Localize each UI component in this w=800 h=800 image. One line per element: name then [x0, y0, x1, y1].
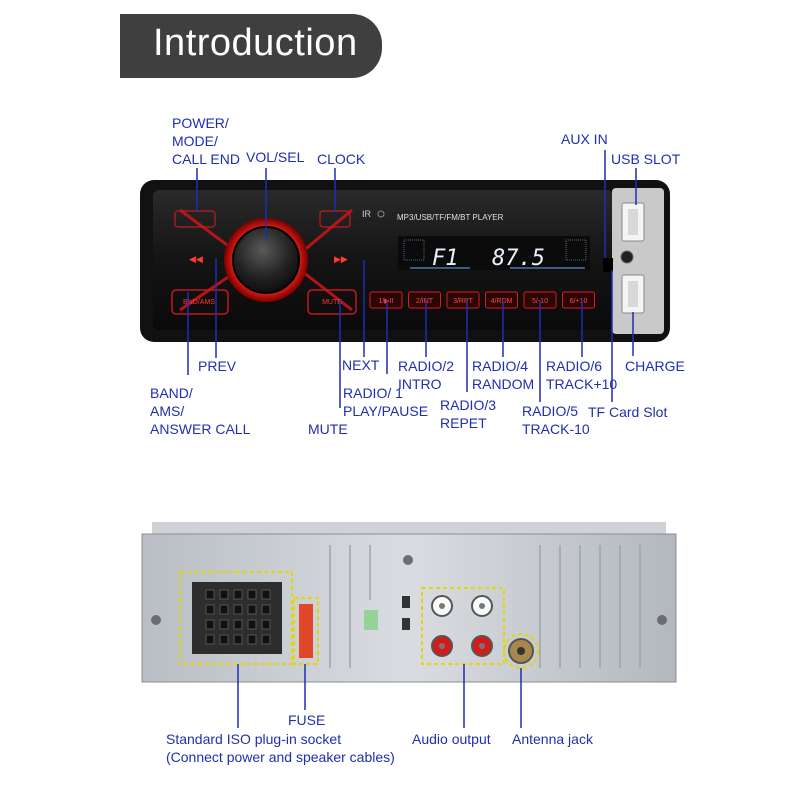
iso-pin — [205, 619, 215, 630]
label-next: NEXT — [342, 357, 380, 373]
preset-button-label: 3/RPT — [453, 298, 474, 305]
iso-pin — [247, 619, 257, 630]
page-title: Introduction — [153, 22, 358, 64]
label-usb-slot: USB SLOT — [611, 151, 681, 167]
iso-pin — [233, 619, 243, 630]
lcd-band-text: F1 — [432, 246, 459, 271]
iso-pin — [247, 634, 257, 645]
front-panel: BND/AMS MUTE ◀◀ ▶▶ IR MP3/USB/TF/FM/BT P… — [140, 180, 670, 342]
iso-pin — [219, 619, 229, 630]
tf-card-slot[interactable] — [603, 258, 613, 272]
label-clock: CLOCK — [317, 151, 366, 167]
indicator-led — [364, 610, 378, 630]
back-top-edge — [152, 522, 666, 536]
iso-pin — [205, 634, 215, 645]
preset-button-label: 1/▶II — [378, 298, 393, 305]
label-mute: MUTE — [308, 421, 348, 437]
preset-button-label: 6/+10 — [570, 298, 588, 305]
screw-left — [151, 615, 161, 625]
label-vol-sel: VOL/SEL — [246, 149, 305, 165]
iso-pin — [261, 619, 271, 630]
preset-button-label: 4/RDM — [491, 298, 513, 305]
iso-pin — [261, 634, 271, 645]
title-banner — [120, 14, 382, 78]
port-hole-2 — [402, 618, 410, 630]
iso-pin — [233, 589, 243, 600]
lcd-segment-icon-right — [565, 239, 587, 261]
label-tf-card-slot: TF Card Slot — [588, 404, 668, 420]
heat-fins — [329, 545, 641, 668]
label-audio-output: Audio output — [412, 731, 491, 747]
usb-slot-inner — [628, 209, 638, 235]
label-power-mode: POWER/MODE/CALL END — [172, 115, 240, 167]
antenna-highlight — [503, 633, 539, 669]
iso-pin-grid — [205, 589, 271, 645]
fuse[interactable] — [299, 604, 313, 658]
iso-pin — [247, 589, 257, 600]
lcd-segment-icon-left — [403, 239, 425, 261]
label-iso-socket: Standard ISO plug-in socket(Connect powe… — [166, 731, 395, 765]
iso-pin — [219, 634, 229, 645]
mute-button[interactable]: MUTE — [322, 299, 342, 306]
band-ams-button[interactable]: BND/AMS — [183, 299, 215, 306]
audio-output-highlight — [421, 587, 505, 665]
screw-right — [657, 615, 667, 625]
iso-pin — [219, 589, 229, 600]
label-charge: CHARGE — [625, 358, 685, 374]
label-fuse: FUSE — [288, 712, 326, 728]
ir-label: IR — [362, 209, 372, 219]
preset-button-3[interactable] — [446, 291, 480, 309]
label-band-ams: BAND/AMS/ANSWER CALL — [150, 385, 251, 437]
back-panel — [141, 522, 677, 683]
label-aux-in: AUX IN — [561, 131, 608, 147]
preset-button-4[interactable] — [485, 291, 518, 309]
preset-button-1[interactable] — [369, 291, 403, 309]
prev-icon[interactable]: ◀◀ — [189, 255, 203, 265]
next-icon[interactable]: ▶▶ — [334, 255, 348, 265]
iso-socket-highlight — [179, 571, 293, 665]
iso-pin — [205, 589, 215, 600]
screw-top — [403, 555, 413, 565]
iso-pin — [233, 634, 243, 645]
preset-button-label: 2/INT — [416, 298, 434, 305]
preset-button-2[interactable] — [408, 291, 441, 309]
iso-pin — [205, 604, 215, 615]
iso-pin — [261, 589, 271, 600]
aux-in-jack[interactable] — [620, 250, 634, 264]
label-prev: PREV — [198, 358, 237, 374]
lcd-frequency-text: 87.5 — [492, 246, 545, 271]
ir-sensor-icon — [377, 210, 385, 218]
iso-pin — [247, 604, 257, 615]
lcd-display — [398, 236, 590, 270]
port-hole-1 — [402, 596, 410, 608]
charge-usb-slot-inner — [628, 281, 638, 307]
iso-pin — [219, 604, 229, 615]
model-text: MP3/USB/TF/FM/BT PLAYER — [397, 213, 504, 222]
front-leader-lines — [187, 150, 637, 408]
back-leader-lines — [237, 664, 522, 728]
label-antenna-jack: Antenna jack — [512, 731, 593, 747]
iso-pin — [261, 604, 271, 615]
fuse-highlight — [293, 597, 319, 665]
preset-button-6[interactable] — [562, 291, 595, 309]
iso-pin — [233, 604, 243, 615]
